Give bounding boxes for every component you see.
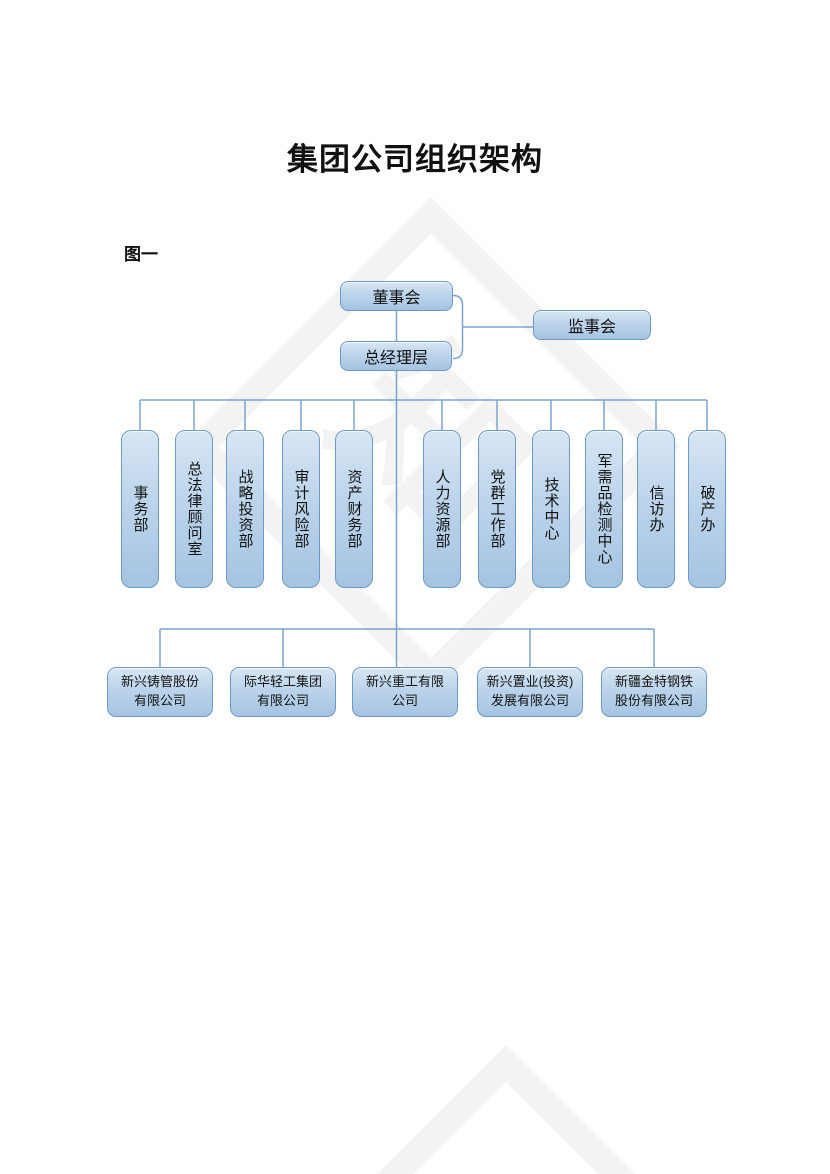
node-dept-bankruptcy-office: 破产办 [688, 430, 726, 588]
dept-label: 总法律顾问室 [185, 461, 203, 557]
dept-label: 军需品检测中心 [595, 453, 613, 565]
node-dept-asset-finance: 资产财务部 [335, 430, 373, 588]
node-dept-human-resources: 人力资源部 [423, 430, 461, 588]
node-dept-petition-office: 信访办 [637, 430, 675, 588]
node-dept-chief-legal-counsel: 总法律顾问室 [175, 430, 213, 588]
node-subsidiary-xinxing-ductile-iron-pipes: 新兴铸管股份 有限公司 [107, 667, 213, 717]
node-subsidiary-jihua-light-industry-group: 际华轻工集团 有限公司 [230, 667, 336, 717]
watermark-bottom-icon: 知 [257, 1045, 755, 1174]
figure-label: 图一 [124, 245, 158, 264]
company-label: 新疆金特钢铁 股份有限公司 [614, 674, 693, 708]
watermark-glyph: 知 [372, 1159, 641, 1174]
company-label: 新兴置业(投资) 发展有限公司 [486, 674, 574, 708]
page-title: 集团公司组织架构 [287, 142, 543, 177]
dept-label: 事务部 [131, 485, 149, 533]
company-label: 新兴重工有限 公司 [365, 674, 444, 708]
node-dept-technology-center: 技术中心 [532, 430, 570, 588]
node-dept-military-supplies-testing-center: 军需品检测中心 [585, 430, 623, 588]
dept-label: 战略投资部 [236, 469, 254, 549]
dept-label: 资产财务部 [345, 469, 363, 549]
dept-label: 党群工作部 [488, 469, 506, 549]
dept-label: 技术中心 [542, 477, 560, 541]
node-dept-party-group-work: 党群工作部 [478, 430, 516, 588]
company-label: 际华轻工集团 有限公司 [243, 674, 322, 708]
node-label: 总经理层 [363, 350, 428, 367]
node-supervisory-board: 监事会 [533, 310, 651, 340]
node-general-manager: 总经理层 [340, 341, 452, 371]
node-subsidiary-xinjiang-jinte-steel: 新疆金特钢铁 股份有限公司 [601, 667, 707, 717]
node-dept-audit-risk: 审计风险部 [282, 430, 320, 588]
dept-label: 审计风险部 [292, 469, 310, 549]
dept-label: 人力资源部 [433, 469, 451, 549]
node-subsidiary-xinxing-heavy-industry: 新兴重工有限 公司 [352, 667, 458, 717]
node-subsidiary-xinxing-property-investment: 新兴置业(投资) 发展有限公司 [477, 667, 583, 717]
company-label: 新兴铸管股份 有限公司 [120, 674, 199, 708]
node-board-of-directors: 董事会 [340, 281, 453, 311]
node-label: 监事会 [567, 319, 616, 336]
dept-label: 信访办 [647, 485, 665, 533]
node-dept-affairs: 事务部 [121, 430, 159, 588]
node-label: 董事会 [372, 290, 421, 307]
dept-label: 破产办 [698, 485, 716, 533]
node-dept-strategic-investment: 战略投资部 [226, 430, 264, 588]
